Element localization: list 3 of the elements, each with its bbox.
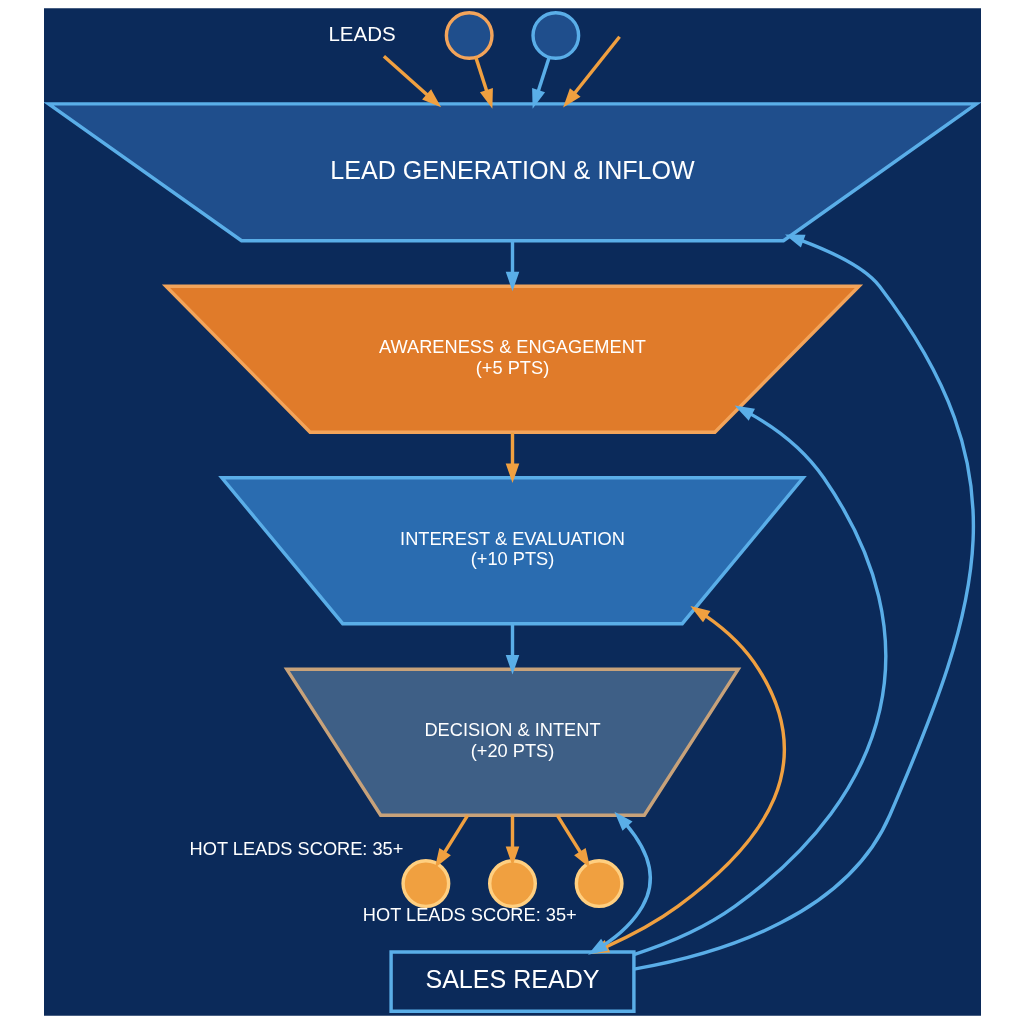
node-text: LEADS <box>327 21 396 45</box>
node-label: HOT LEADS SCORE: 35+ <box>189 837 403 859</box>
node-label: HOT LEADS SCORE: 35+ <box>362 904 577 925</box>
